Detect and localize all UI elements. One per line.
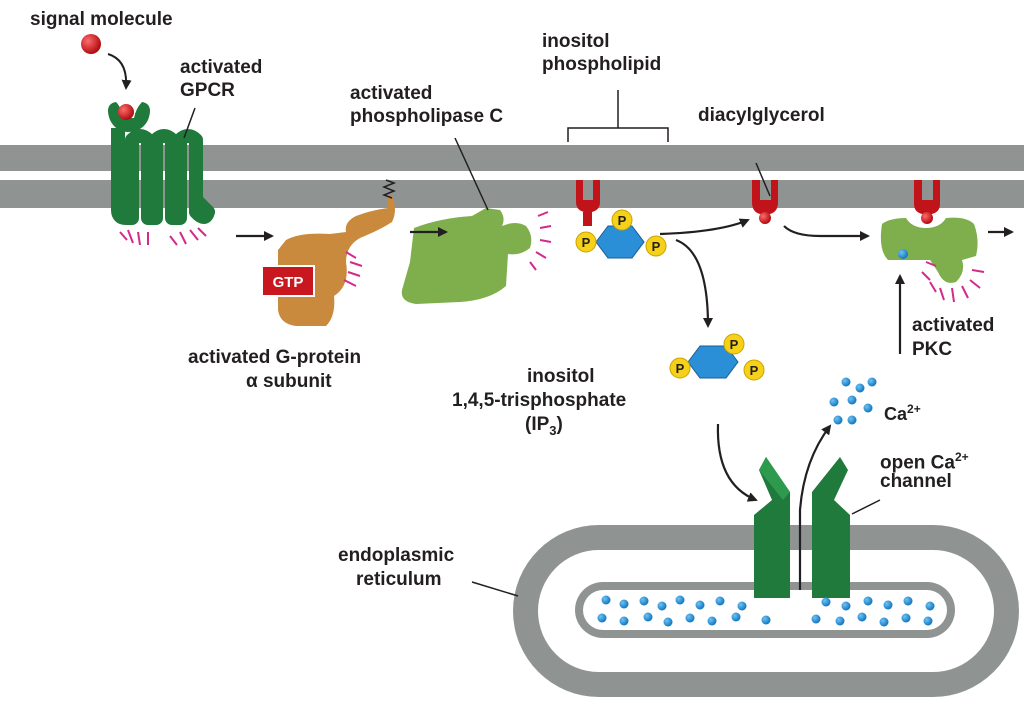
calcium-ion [737, 601, 747, 611]
phosphate-group: P [743, 359, 765, 381]
calcium-ion [695, 600, 705, 610]
plc-label-line2: phospholipase C [350, 106, 504, 127]
calcium-ion [867, 377, 877, 387]
calcium-ion [707, 616, 717, 626]
signal-binding-arrow [107, 53, 132, 90]
calcium-ion [841, 601, 851, 611]
er-calcium-ions [597, 595, 935, 627]
pkc-activation-marks [921, 261, 985, 303]
diacylglycerol [752, 180, 778, 224]
plc-activation-marks [529, 211, 552, 271]
ca-channel [754, 457, 850, 598]
g-protein-label-line2: α subunit [246, 371, 332, 392]
gtp-label: GTP [273, 274, 304, 291]
calcium-ion [663, 617, 673, 627]
released-calcium-ions [829, 377, 877, 425]
calcium-ion [925, 601, 935, 611]
calcium-ion [601, 595, 611, 605]
pkc [880, 180, 978, 283]
channel-label-line1: open Ca2+ [880, 450, 969, 474]
calcium-ion [835, 616, 845, 626]
calcium-label: Ca2+ [884, 402, 921, 424]
ip3-phosphates: PPP [669, 333, 765, 381]
gpcr-label-line1: activated [180, 57, 263, 78]
gpcr-label-line2: GPCR [180, 80, 235, 101]
pip2-headgroup [595, 225, 645, 259]
endoplasmic-reticulum-shape [513, 525, 1019, 697]
leader-lines [183, 107, 881, 597]
diacylglycerol-label: diacylglycerol [698, 105, 825, 126]
signal-molecule-ball [81, 34, 101, 54]
calcium-ion [619, 616, 629, 626]
calcium-ion [847, 415, 857, 425]
phosphate-label: P [750, 363, 759, 378]
ip3-abbr-label: (IP3) [525, 414, 563, 438]
calcium-ion [863, 403, 873, 413]
calcium-ion [855, 383, 865, 393]
calcium-ion [841, 377, 851, 387]
calcium-ion [857, 612, 867, 622]
phosphate-group: P [723, 333, 745, 355]
plc-label-line1: activated [350, 83, 433, 104]
calcium-ion [923, 616, 933, 626]
phosphate-label: P [730, 337, 739, 352]
phosphate-label: P [582, 235, 591, 250]
calcium-ion [597, 613, 607, 623]
pkc-label-line2: PKC [912, 339, 953, 360]
calcium-ion [879, 617, 889, 627]
calcium-ion [715, 596, 725, 606]
phosphate-label: P [618, 213, 627, 228]
g-protein-label-line1: activated G-protein [188, 347, 362, 368]
calcium-ion [761, 615, 771, 625]
phosphate-label: P [676, 361, 685, 376]
pathway-arrows [236, 218, 1014, 590]
pip2-phosphates: P P P [575, 209, 667, 257]
ip3-label-line1: inositol [527, 366, 595, 387]
phospholipid-label-line2: phospholipid [542, 54, 662, 75]
calcium-ion [731, 612, 741, 622]
calcium-ion [863, 596, 873, 606]
calcium-ion [833, 415, 843, 425]
signal-molecule-label: signal molecule [30, 9, 173, 30]
calcium-ion [675, 595, 685, 605]
ip3-label-line2: 1,4,5-trisphosphate [452, 390, 627, 411]
er-label-line2: reticulum [356, 569, 442, 590]
phosphate-group: P [669, 357, 691, 379]
calcium-ion [903, 596, 913, 606]
phosphate-group: P [575, 231, 597, 253]
calcium-ion [883, 600, 893, 610]
phosphate-label: P [652, 239, 661, 254]
inositol-phospholipid [576, 180, 600, 226]
phospholipid-bracket [567, 90, 669, 142]
calcium-ion [821, 597, 831, 607]
gpcr-activation-marks [119, 227, 207, 246]
calcium-ion [657, 601, 667, 611]
gpcr [108, 102, 215, 225]
diacylglycerol-pointer [755, 162, 771, 197]
calcium-ion [639, 596, 649, 606]
g-protein-alpha [261, 179, 397, 326]
calcium-ion [811, 614, 821, 624]
calcium-ion [685, 613, 695, 623]
calcium-ion [643, 612, 653, 622]
calcium-ion [619, 599, 629, 609]
phosphate-group: P [645, 235, 667, 257]
phosphate-group: P [611, 209, 633, 231]
er-label-line1: endoplasmic [338, 545, 455, 566]
bound-signal-molecule [118, 104, 134, 120]
channel-label-line2: channel [880, 471, 952, 492]
calcium-ion [901, 613, 911, 623]
phospholipid-label-line1: inositol [542, 31, 610, 52]
pkc-label-line1: activated [912, 315, 995, 336]
phospholipase-c [401, 208, 532, 304]
g-protein-activation-marks [343, 251, 363, 287]
ip3-molecule [687, 345, 739, 379]
calcium-ion [847, 395, 857, 405]
calcium-ion [829, 397, 839, 407]
